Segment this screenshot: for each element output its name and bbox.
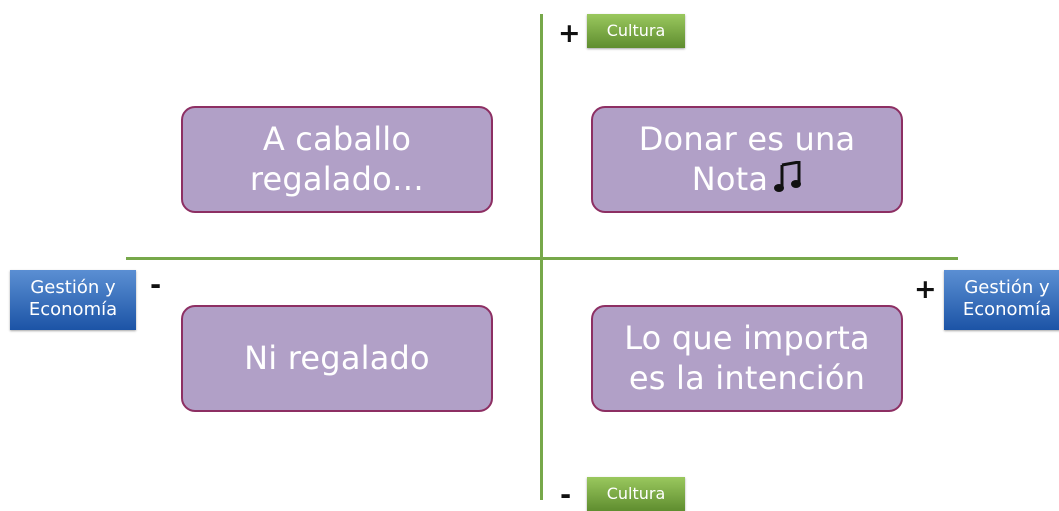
quadrant-card-top-right: Donar es una Nota: [591, 106, 903, 213]
quadrant-text-top-left: A caballo regalado…: [249, 120, 425, 198]
quadrant-text-top-right-line1: Donar es una: [638, 120, 856, 159]
quadrant-card-bottom-left: Ni regalado: [181, 305, 493, 412]
quadrant-card-bottom-right: Lo que importa es la intención: [591, 305, 903, 412]
right-gestion-economia-label: Gestión y Economía: [944, 270, 1059, 330]
quadrant-text-top-right-line2: Nota: [691, 159, 769, 198]
top-plus-sign: +: [558, 18, 581, 49]
horizontal-axis-line: [126, 257, 958, 260]
left-gestion-economia-label: Gestión y Economía: [10, 270, 136, 330]
quadrant-text-top-right-line2-wrapper: Nota: [639, 160, 856, 199]
music-note-icon: [774, 160, 802, 192]
right-plus-sign: +: [914, 274, 937, 305]
bottom-minus-sign: -: [560, 480, 572, 511]
top-cultura-label: Cultura: [587, 14, 685, 48]
quadrant-text-top-right: Donar es una Nota: [639, 120, 856, 198]
quadrant-text-bottom-left: Ni regalado: [244, 338, 430, 377]
left-minus-sign: -: [150, 270, 162, 301]
bottom-cultura-label: Cultura: [587, 477, 685, 511]
quadrant-card-top-left: A caballo regalado…: [181, 106, 493, 213]
quadrant-text-bottom-right: Lo que importa es la intención: [624, 319, 870, 397]
